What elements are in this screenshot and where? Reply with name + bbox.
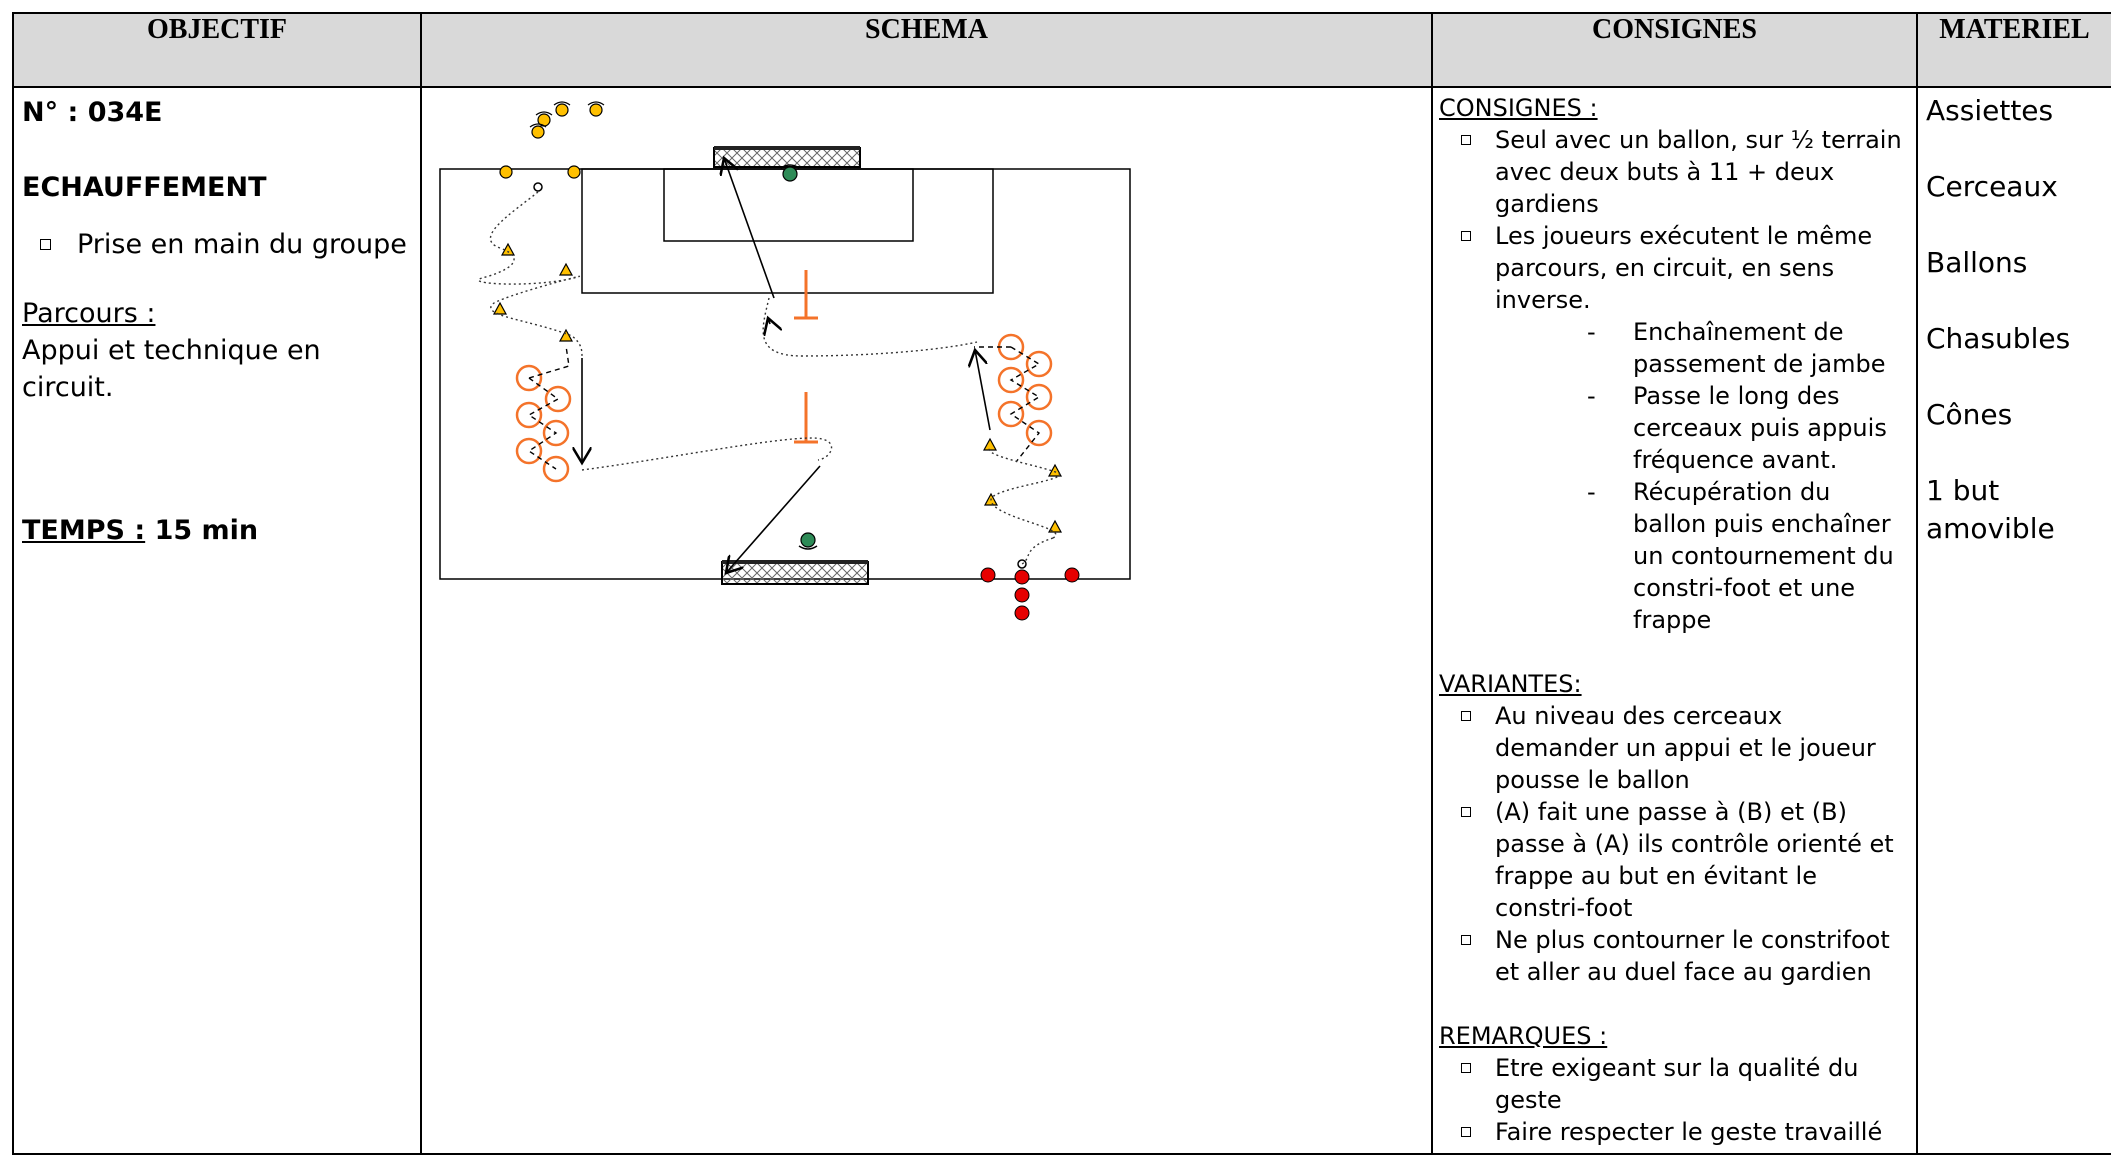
- consigne-subitem: -Enchaînement de passement de jambe: [1587, 318, 1886, 378]
- rings-left: [515, 364, 572, 483]
- variantes-title: VARIANTES:: [1439, 670, 1582, 698]
- cones: [492, 242, 1063, 533]
- bullet-square-icon: [1461, 935, 1471, 945]
- header-schema: SCHEMA: [420, 12, 1433, 88]
- materiel-item: 1 but amovible: [1926, 474, 2055, 545]
- theme-title: ECHAUFFEMENT: [22, 172, 267, 203]
- parcours-label: Parcours :: [22, 298, 156, 329]
- pole-middle: [794, 392, 818, 444]
- bullet-square-icon: [1461, 1127, 1471, 1137]
- dribble-paths: [478, 191, 1061, 565]
- temps-line: TEMPS : 15 min: [22, 512, 412, 549]
- goalkeeper-bottom: [798, 532, 818, 550]
- consigne-item: Seul avec un ballon, sur ½ terrain avec …: [1439, 124, 1910, 220]
- session-sheet: OBJECTIF SCHEMA CONSIGNES MATERIEL N° : …: [12, 12, 2111, 1155]
- exercise-number: N° : 034E: [22, 97, 163, 128]
- materiel-item: Assiettes: [1926, 94, 2054, 127]
- materiel-item: Cerceaux: [1926, 170, 2058, 203]
- pole-top: [794, 270, 818, 320]
- run-arrows: [582, 158, 991, 573]
- drill-diagram: [439, 101, 1131, 621]
- goalkeeper-top: [780, 164, 800, 182]
- schema-cell: [420, 86, 1433, 1155]
- field-outline: [439, 168, 1131, 580]
- variante-item: Ne plus contourner le constrifoot et all…: [1439, 924, 1910, 988]
- materiel-item: Ballons: [1926, 246, 2028, 279]
- materiel-item: Chasubles: [1926, 322, 2071, 355]
- remarques-title: REMARQUES :: [1439, 1022, 1608, 1050]
- header-objectif: OBJECTIF: [12, 12, 422, 88]
- top-goal: [713, 146, 861, 168]
- header-consignes: CONSIGNES: [1431, 12, 1918, 88]
- consigne-subitem: -Récupération du ballon puis enchaîner u…: [1587, 478, 1894, 634]
- objectif-bullet: Prise en main du groupe: [22, 226, 412, 263]
- consigne-item: Les joueurs exécutent le même parcours, …: [1439, 220, 1910, 316]
- ball-start-icon: [533, 182, 543, 192]
- remarque-item: Etre exigeant sur la qualité du geste: [1439, 1052, 1910, 1116]
- remarque-item: Faire respecter le geste travaillé: [1439, 1116, 1910, 1148]
- header-materiel: MATERIEL: [1916, 12, 2111, 88]
- materiel-cell: Assiettes Cerceaux Ballons Chasubles Côn…: [1916, 86, 2111, 1155]
- objectif-bullet-text: Prise en main du groupe: [77, 229, 407, 260]
- bullet-square-icon: [40, 239, 51, 250]
- temps-label: TEMPS :: [22, 515, 146, 546]
- consigne-subitem: -Passe le long des cerceaux puis appuis …: [1587, 382, 1887, 474]
- players-yellow-group: [499, 101, 605, 179]
- players-red-group: [980, 567, 1080, 621]
- bullet-square-icon: [1461, 711, 1471, 721]
- rings-right: [997, 333, 1053, 447]
- objectif-cell: N° : 034E ECHAUFFEMENT Prise en main du …: [12, 86, 422, 1155]
- consignes-title: CONSIGNES :: [1439, 94, 1598, 122]
- variante-item: (A) fait une passe à (B) et (B) passe à …: [1439, 796, 1910, 924]
- bullet-square-icon: [1461, 1063, 1471, 1073]
- temps-value: 15 min: [145, 515, 259, 546]
- bullet-square-icon: [1461, 807, 1471, 817]
- penalty-area: [581, 168, 994, 294]
- materiel-item: Cônes: [1926, 398, 2013, 431]
- bottom-goal: [721, 560, 869, 585]
- ball-end-icon: [1017, 559, 1027, 569]
- bullet-square-icon: [1461, 135, 1471, 145]
- consignes-cell: CONSIGNES : Seul avec un ballon, sur ½ t…: [1431, 86, 1918, 1155]
- ring-dashes: [527, 345, 1041, 470]
- parcours-text: Appui et technique en circuit.: [22, 335, 321, 403]
- variante-item: Au niveau des cerceaux demander un appui…: [1439, 700, 1910, 796]
- bullet-square-icon: [1461, 231, 1471, 241]
